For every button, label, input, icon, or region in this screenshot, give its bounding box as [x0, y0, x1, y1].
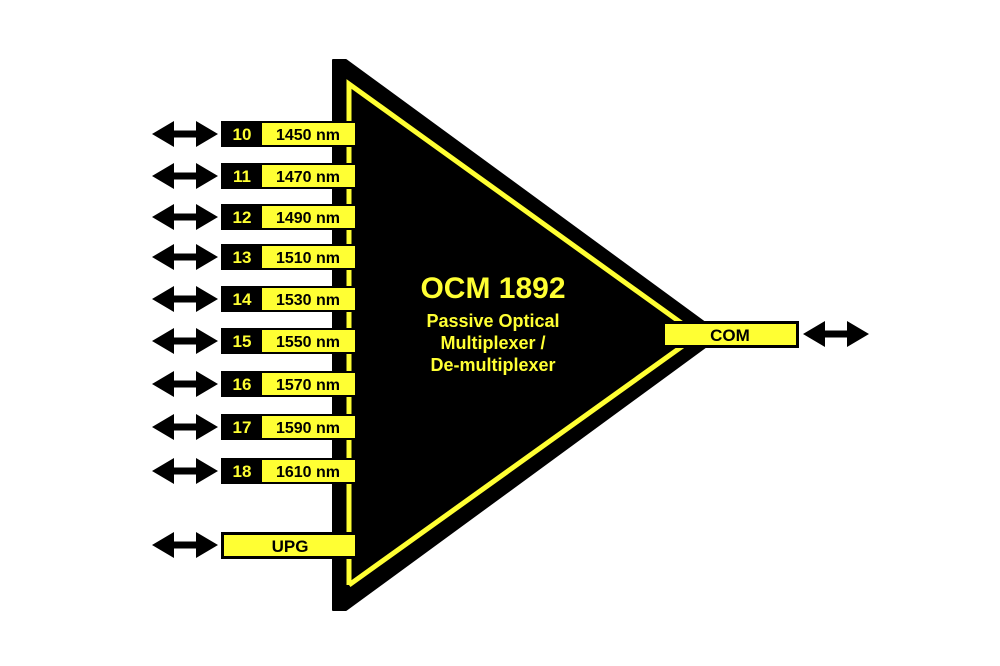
port-number: 15: [233, 332, 252, 351]
port-14[interactable]: 14 1530 nm: [152, 286, 358, 312]
port-wavelength: 1550 nm: [276, 334, 340, 351]
wavelength-box: [262, 123, 355, 145]
port-wavelength: 1610 nm: [276, 464, 340, 481]
port-number: 16: [233, 375, 252, 394]
port-number: 12: [233, 208, 252, 227]
double-arrow-icon: [152, 371, 218, 397]
port-number: 14: [233, 290, 252, 309]
port-wavelength: 1450 nm: [276, 127, 340, 144]
port-11[interactable]: 11 1470 nm: [152, 163, 358, 189]
port-10[interactable]: 10 1450 nm: [152, 121, 358, 147]
port-number: 11: [233, 167, 251, 186]
port-number: 13: [233, 248, 252, 267]
double-arrow-icon: [152, 121, 218, 147]
double-arrow-icon: [152, 163, 218, 189]
wavelength-box: [262, 206, 355, 228]
port-15[interactable]: 15 1550 nm: [152, 328, 358, 354]
port-number: 17: [233, 418, 252, 437]
wavelength-box: [262, 288, 355, 310]
double-arrow-icon: [152, 532, 218, 558]
port-wavelength: 1590 nm: [276, 420, 340, 437]
double-arrow-icon: [152, 328, 218, 354]
double-arrow-icon: [152, 244, 218, 270]
device-title: OCM 1892: [420, 272, 565, 305]
double-arrow-icon: [152, 458, 218, 484]
double-arrow-icon: [152, 414, 218, 440]
port-wavelength: 1570 nm: [276, 377, 340, 394]
double-arrow-icon: [803, 321, 869, 347]
device-subtitle-3: De-multiplexer: [430, 355, 555, 375]
wavelength-box: [262, 330, 355, 352]
wavelength-box: [262, 460, 355, 482]
port-number: 10: [233, 125, 252, 144]
port-12[interactable]: 12 1490 nm: [152, 204, 358, 230]
port-17[interactable]: 17 1590 nm: [152, 414, 358, 440]
device-subtitle-1: Passive Optical: [426, 311, 559, 331]
port-wavelength: 1490 nm: [276, 210, 340, 227]
wavelength-box: [262, 165, 355, 187]
port-wavelength: 1470 nm: [276, 169, 340, 186]
port-number: 18: [233, 462, 252, 481]
com-label: COM: [710, 326, 750, 345]
wavelength-box: [262, 373, 355, 395]
port-wavelength: 1510 nm: [276, 250, 340, 267]
wavelength-box: [262, 246, 355, 268]
com-port[interactable]: COM: [662, 321, 799, 348]
device-subtitle-2: Multiplexer /: [440, 333, 545, 353]
wavelength-box: [262, 416, 355, 438]
port-16[interactable]: 16 1570 nm: [152, 371, 358, 397]
port-18[interactable]: 18 1610 nm: [152, 458, 358, 484]
double-arrow-icon: [152, 204, 218, 230]
port-13[interactable]: 13 1510 nm: [152, 244, 358, 270]
upg-label: UPG: [272, 537, 309, 556]
double-arrow-icon: [152, 286, 218, 312]
port-wavelength: 1530 nm: [276, 292, 340, 309]
upg-port[interactable]: UPG: [221, 532, 358, 559]
